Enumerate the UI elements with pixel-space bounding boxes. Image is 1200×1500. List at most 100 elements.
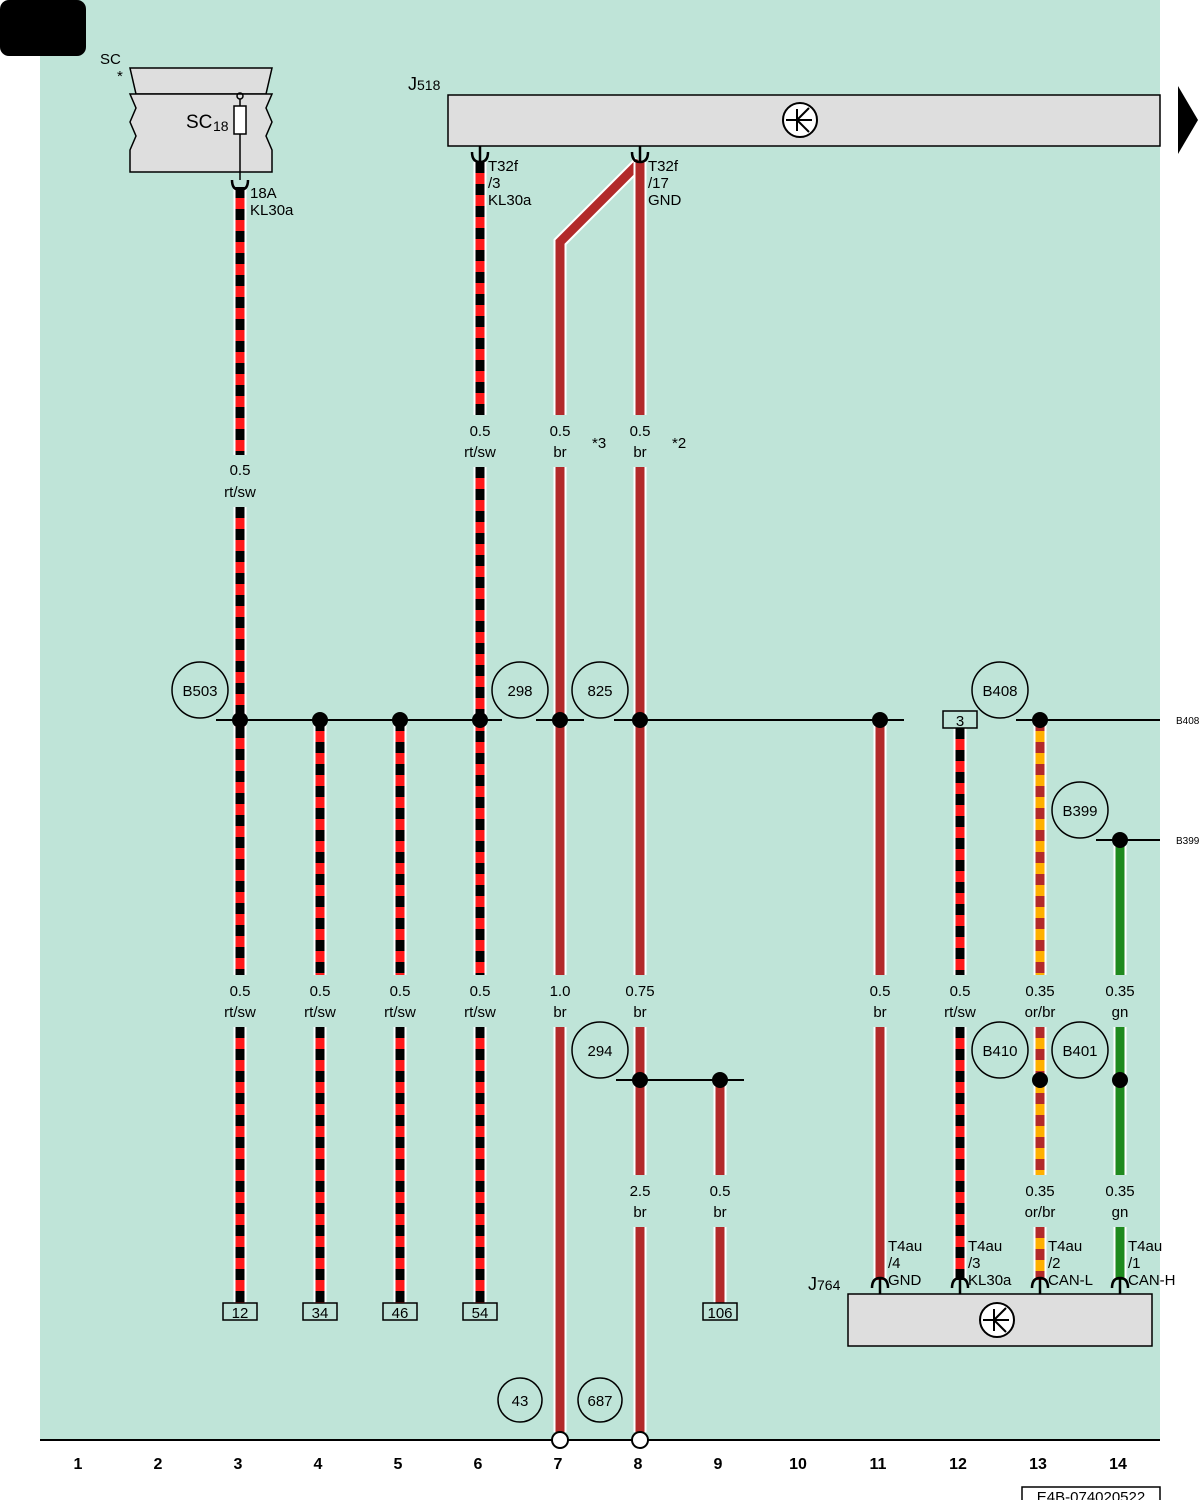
svg-text:T4au: T4au xyxy=(888,1238,922,1255)
column-number: 12 xyxy=(949,1456,967,1473)
edge-ref-b408[interactable]: B408 xyxy=(1176,716,1200,727)
column-number: 7 xyxy=(554,1456,563,1473)
wire-label: 0.5 xyxy=(550,423,571,440)
wire-label: rt/sw xyxy=(304,1004,336,1021)
svg-text:/4: /4 xyxy=(888,1255,901,1272)
svg-text:T4au: T4au xyxy=(1048,1238,1082,1255)
ground-point-circle[interactable] xyxy=(1051,781,1109,839)
terminal-box[interactable] xyxy=(222,1302,258,1321)
wire-label: 0.35 xyxy=(1105,1183,1134,1200)
ground-point-label: 298 xyxy=(507,683,532,700)
fuse-panel-name: SC xyxy=(100,51,121,68)
edge-ref-b399[interactable]: B399 xyxy=(1176,836,1200,847)
module-j764-label: J764 xyxy=(808,1274,841,1294)
module-j764-symbol-icon xyxy=(979,1302,1015,1338)
wire-label: 0.5 xyxy=(390,983,411,1000)
diagram-background xyxy=(40,0,1160,1440)
wire-label: 0.75 xyxy=(625,983,654,1000)
splice-dots xyxy=(232,712,1128,1088)
wire-label: 0.5 xyxy=(230,983,251,1000)
wire-label: rt/sw xyxy=(464,1004,496,1021)
ground-point-circle[interactable] xyxy=(497,1377,543,1423)
terminal-box-label: 46 xyxy=(392,1305,409,1322)
svg-text:T4au: T4au xyxy=(968,1238,1002,1255)
wire-label: br xyxy=(873,1004,886,1021)
fuse-number: 18 xyxy=(213,118,229,134)
svg-text:GND: GND xyxy=(888,1272,922,1289)
page-continue-arrow-icon[interactable] xyxy=(1178,86,1198,154)
ground-point-circle[interactable] xyxy=(571,1021,629,1079)
bottom-pin-label-t4au-3: T4au /3 KL30a xyxy=(968,1238,1012,1289)
module-j518-label: J518 xyxy=(408,74,441,94)
svg-text:18A: 18A xyxy=(250,185,277,202)
terminal-box[interactable] xyxy=(702,1302,738,1321)
wire-label: rt/sw xyxy=(224,484,256,501)
ground-point-circle[interactable] xyxy=(171,661,229,719)
terminal-box-label: 54 xyxy=(472,1305,489,1322)
wire-label: 2.5 xyxy=(630,1183,651,1200)
footnote-2: *2 xyxy=(672,435,686,452)
wire-label: 0.35 xyxy=(1025,1183,1054,1200)
ground-point-label: 825 xyxy=(587,683,612,700)
wire-label: or/br xyxy=(1025,1004,1056,1021)
svg-text:T32f: T32f xyxy=(648,158,679,175)
wire-label: br xyxy=(633,1004,646,1021)
column-number: 13 xyxy=(1029,1456,1047,1473)
ground-point-circle[interactable] xyxy=(571,661,629,719)
column-number: 4 xyxy=(314,1456,323,1473)
wire-label: rt/sw xyxy=(224,1004,256,1021)
terminal-box-label: 34 xyxy=(312,1305,329,1322)
wire-end-circle xyxy=(631,1431,649,1449)
wire-label: 0.5 xyxy=(310,983,331,1000)
svg-text:KL30a: KL30a xyxy=(250,202,294,219)
wire-label: br xyxy=(713,1204,726,1221)
bottom-pin-label-t4au-4: T4au /4 GND xyxy=(888,1238,922,1289)
ground-point-circle[interactable] xyxy=(971,661,1029,719)
bottom-pin-label-t4au-1: T4au /1 CAN-H xyxy=(1128,1238,1176,1289)
footnote-3: *3 xyxy=(592,435,606,452)
wire-label: 0.5 xyxy=(710,1183,731,1200)
terminal-box[interactable] xyxy=(942,710,978,729)
ground-point-circle[interactable] xyxy=(971,1021,1029,1079)
bottom-pin-label-t4au-2: T4au /2 CAN-L xyxy=(1048,1238,1093,1289)
ground-point-circle[interactable] xyxy=(491,661,549,719)
column-number: 1 xyxy=(74,1456,83,1473)
wire-label: rt/sw xyxy=(464,444,496,461)
svg-text:CAN-H: CAN-H xyxy=(1128,1272,1176,1289)
ground-point-label: B410 xyxy=(982,1043,1017,1060)
wire-label: 0.35 xyxy=(1025,983,1054,1000)
terminal-box-label: 106 xyxy=(707,1305,732,1322)
wire-label: rt/sw xyxy=(384,1004,416,1021)
svg-text:T32f: T32f xyxy=(488,158,519,175)
fuse-label: SC xyxy=(186,112,212,133)
column-number: 5 xyxy=(394,1456,403,1473)
fuse-pin-label: 18A KL30a xyxy=(250,185,294,219)
wire-label: br xyxy=(553,1004,566,1021)
top-pin-label-t32f-3: T32f /3 KL30a xyxy=(488,158,532,209)
ground-point-circle[interactable] xyxy=(577,1377,623,1423)
column-number: 6 xyxy=(474,1456,483,1473)
svg-text:/1: /1 xyxy=(1128,1255,1141,1272)
terminal-box[interactable] xyxy=(302,1302,338,1321)
wire-label: 1.0 xyxy=(550,983,571,1000)
terminal-box[interactable] xyxy=(382,1302,418,1321)
svg-text:GND: GND xyxy=(648,192,682,209)
svg-text:/3: /3 xyxy=(968,1255,981,1272)
terminal-box[interactable] xyxy=(462,1302,498,1321)
terminal-box-label: 3 xyxy=(956,713,964,730)
svg-text:/17: /17 xyxy=(648,175,669,192)
fuse-icon xyxy=(233,105,247,135)
diagram-id: E4B-074020522 xyxy=(1037,1489,1145,1500)
wire-label: br xyxy=(633,444,646,461)
top-pin-label-t32f-17: T32f /17 GND xyxy=(648,158,682,209)
column-number: 14 xyxy=(1109,1456,1127,1473)
terminal-box-label: 12 xyxy=(232,1305,249,1322)
wire-label: 0.5 xyxy=(230,462,251,479)
fuse-panel-star: * xyxy=(117,68,123,85)
wire-label: gn xyxy=(1112,1004,1129,1021)
ground-point-label: 43 xyxy=(512,1393,529,1410)
ground-point-circle[interactable] xyxy=(1051,1021,1109,1079)
wire-label: gn xyxy=(1112,1204,1129,1221)
wire-label: 0.5 xyxy=(630,423,651,440)
